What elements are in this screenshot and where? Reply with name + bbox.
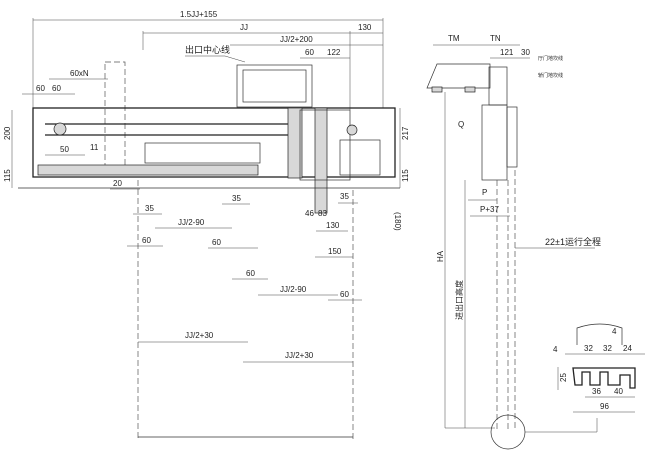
dim-32-b: 32 (603, 344, 612, 353)
side-view: TM TN 121 30 厅门地坎线 轿门地坎线 Q P P+37 22±1运行… (426, 34, 601, 450)
door-track (37, 164, 259, 176)
dim-30: 30 (521, 48, 530, 57)
dim-122: 122 (327, 48, 341, 57)
dim-tn: TN (490, 34, 501, 43)
entrance-height-label: 进出口高度 (454, 280, 464, 320)
dim-24: 24 (623, 344, 632, 353)
dim-50: 50 (60, 145, 69, 154)
dim-180: (180) (393, 212, 402, 231)
dim-11: 11 (90, 143, 99, 152)
dim-83: 83 (318, 209, 327, 218)
sill-cross-section (572, 367, 636, 389)
dim-4-top: 4 (612, 327, 617, 336)
dim-35-b: 35 (232, 194, 241, 203)
door-knife (314, 107, 328, 214)
dim-200: 200 (3, 126, 12, 140)
dim-jj2-90-a: JJ/2-90 (178, 218, 205, 227)
sill-profile-detail: 4 32 32 24 4 25 36 40 96 (553, 323, 645, 413)
dim-20: 20 (113, 179, 122, 188)
dim-60-e: 60 (246, 269, 255, 278)
car-sill-line-label: 轿门地坎线 (538, 72, 563, 79)
mounting-slot-plate (104, 61, 126, 173)
dim-jj2-200: JJ/2+200 (280, 35, 313, 44)
dim-36: 36 (592, 387, 601, 396)
top-dimensions: 1.5JJ+155 JJ 130 JJ/2+200 出口中心线 60 122 6… (22, 10, 384, 110)
label-p37: P+37 (480, 205, 499, 214)
dim-jj2-30-b: JJ/2+30 (285, 351, 314, 360)
dim-217: 217 (401, 126, 410, 140)
dim-115-left: 115 (3, 169, 12, 182)
dim-jj2-30-a: JJ/2+30 (185, 331, 214, 340)
label-p: P (482, 188, 487, 197)
dim-60xn: 60xN (70, 69, 89, 78)
dim-tm: TM (448, 34, 460, 43)
dim-60-f: 60 (340, 290, 349, 299)
dim-4-left: 4 (553, 345, 558, 354)
door-operator-beam: 200 115 217 115 50 11 20 (3, 61, 410, 214)
dim-jj2-90-b: JJ/2-90 (280, 285, 307, 294)
exit-centerline-label: 出口中心线 (185, 44, 230, 55)
hanger-assembly (144, 142, 261, 164)
label-q: Q (458, 120, 464, 129)
dim-60-top: 60 (305, 48, 314, 57)
dim-60-c: 60 (142, 236, 151, 245)
motor-pulley (53, 122, 67, 136)
dim-121: 121 (500, 48, 514, 57)
travel-label: 22±1运行全程 (545, 236, 601, 247)
dim-60-a: 60 (36, 84, 45, 93)
dim-130: 130 (358, 23, 372, 32)
dim-46: 46 (305, 209, 314, 218)
label-ha: HA (436, 250, 445, 262)
dim-96: 96 (600, 402, 609, 411)
dim-150: 150 (328, 247, 342, 256)
dim-35-c: 35 (340, 192, 349, 201)
dim-jj: JJ (240, 23, 248, 32)
dim-130-lower: 130 (326, 221, 340, 230)
dim-35-a: 35 (145, 204, 154, 213)
dim-40: 40 (614, 387, 623, 396)
operator-side-profile (481, 104, 508, 181)
dim-32-a: 32 (584, 344, 593, 353)
lower-dimensions: 35 35 35 JJ/2-90 60 60 46 83 130 (180) 1… (127, 180, 402, 440)
sill-detail-callout (490, 414, 526, 450)
landing-sill-line-label: 厅门地坎线 (538, 55, 563, 62)
dim-25: 25 (559, 373, 568, 382)
controller-box (236, 64, 313, 108)
dim-60-d: 60 (212, 238, 221, 247)
dim-115-right: 115 (401, 169, 410, 182)
dim-60-b: 60 (52, 84, 61, 93)
car-top-bracket (426, 63, 491, 89)
dim-overall: 1.5JJ+155 (180, 10, 218, 19)
